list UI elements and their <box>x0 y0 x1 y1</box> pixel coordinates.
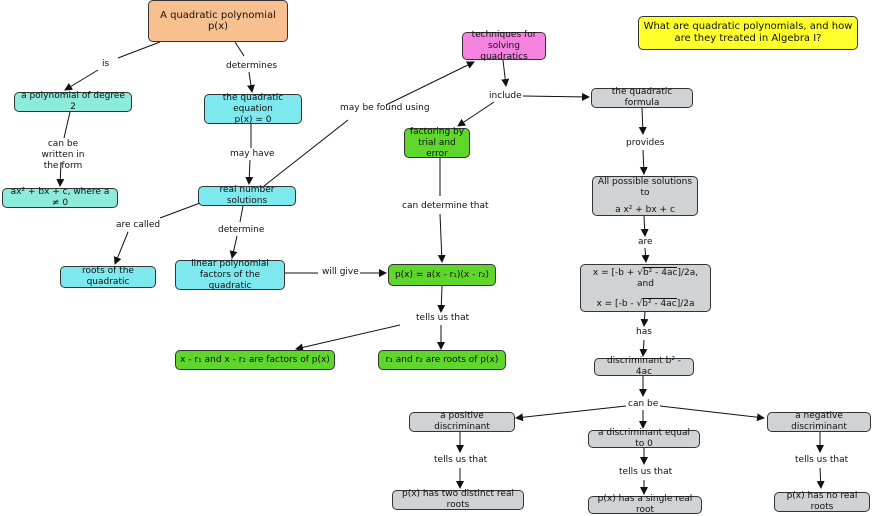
node-label: What are quadratic polynomials, and how … <box>643 21 853 44</box>
formula-line-plus: x = [-b + √b² - 4ac]/2a, and <box>592 266 699 289</box>
node-factors-of-p[interactable]: x - r₁ and x - r₂ are factors of p(x) <box>175 350 335 370</box>
node-label: r₁ and r₂ are roots of p(x) <box>385 354 499 365</box>
connector <box>64 69 99 91</box>
node-roots-of-p[interactable]: r₁ and r₂ are roots of p(x) <box>378 350 506 370</box>
link-are-called: are called <box>116 220 161 230</box>
node-single-root[interactable]: p(x) has a single real root <box>588 494 702 515</box>
node-all-solutions[interactable]: All possible solutions to a x² + bx + c <box>592 176 698 216</box>
node-label: a discriminant equal to 0 <box>598 428 690 449</box>
node-general-form[interactable]: ax² + bx + c, where a ≠ 0 <box>2 187 118 208</box>
link-tells-us-that: tells us that <box>416 313 470 323</box>
connector <box>245 159 254 185</box>
link-can-be: can be <box>628 399 659 409</box>
node-label: a negative discriminant <box>791 411 847 432</box>
node-label: ax² + bx + c, where a ≠ 0 <box>10 187 110 208</box>
link-tells-us-that: tells us that <box>619 467 673 477</box>
link-is: is <box>102 59 110 69</box>
connector <box>113 231 129 265</box>
connector <box>295 324 401 352</box>
connector <box>639 339 648 357</box>
connector <box>638 107 647 135</box>
connector <box>263 119 349 187</box>
link-may-be-found-using: may be found using <box>340 103 430 113</box>
node-techniques[interactable]: techniques for solving quadratics <box>462 29 546 62</box>
node-quadratic-formula[interactable]: the quadratic formula <box>591 87 693 108</box>
link-can-be-written: can be written in the form <box>41 139 85 171</box>
node-label: p(x) has no real roots <box>786 491 858 512</box>
connector <box>229 235 238 259</box>
node-label: the quadratic formula <box>611 87 673 108</box>
node-zero-discriminant[interactable]: a discriminant equal to 0 <box>588 428 700 449</box>
node-p-factored[interactable]: p(x) = a(x - r₁)(x - r₂) <box>388 264 496 286</box>
connector <box>234 41 245 57</box>
connector <box>522 92 590 101</box>
link-are: are <box>638 237 653 247</box>
node-discriminant[interactable]: discriminant b² - 4ac <box>594 356 694 377</box>
connector <box>816 467 825 489</box>
node-label: roots of the quadratic <box>82 266 134 287</box>
connector <box>385 61 475 106</box>
node-focus-question[interactable]: What are quadratic polynomials, and how … <box>638 16 858 50</box>
connector <box>247 71 255 93</box>
node-roots-of-quadratic[interactable]: roots of the quadratic <box>60 266 156 288</box>
node-label: a polynomial of degree 2 <box>21 91 125 112</box>
node-degree-2[interactable]: a polynomial of degree 2 <box>14 91 132 112</box>
connector <box>457 101 495 127</box>
connector <box>641 247 650 263</box>
node-label: p(x) has two distinct real roots <box>402 489 514 510</box>
link-has: has <box>636 327 652 337</box>
link-will-give: will give <box>322 267 359 277</box>
connector <box>639 149 648 175</box>
connector <box>640 215 649 237</box>
connector <box>56 161 65 187</box>
node-label: p(x) = 0 <box>234 114 272 125</box>
node-two-roots[interactable]: p(x) has two distinct real roots <box>392 489 524 510</box>
node-label: real number solutions <box>219 185 275 206</box>
node-quadratic-polynomial[interactable]: A quadratic polynomial p(x) <box>148 0 288 42</box>
link-determine: determine <box>218 225 265 235</box>
node-positive-discriminant[interactable]: a positive discriminant <box>409 411 515 432</box>
connector <box>239 205 244 223</box>
node-factoring[interactable]: factoring by trial and error <box>404 126 470 159</box>
connector <box>117 41 161 59</box>
connector <box>437 213 446 263</box>
node-formula[interactable]: x = [-b + √b² - 4ac]/2a, and x = [-b - √… <box>580 264 711 312</box>
node-no-roots[interactable]: p(x) has no real roots <box>774 491 870 512</box>
node-label: p(x) has a single real root <box>597 494 693 515</box>
connector <box>515 405 627 422</box>
formula-line-minus: x = [-b - √b² - 4ac]/2a <box>596 297 695 309</box>
connector <box>501 59 510 87</box>
node-label: p(x) = a(x - r₁)(x - r₂) <box>394 269 490 280</box>
node-label: a positive discriminant <box>434 411 490 432</box>
link-can-determine-that: can determine that <box>402 201 489 211</box>
link-may-have: may have <box>230 149 275 159</box>
node-label: discriminant b² - 4ac <box>606 356 682 377</box>
node-quadratic-equation[interactable]: the quadratic equation p(x) = 0 <box>204 92 302 125</box>
connector <box>659 405 765 422</box>
node-label: linear polynomial factors of the quadrat… <box>191 258 269 291</box>
node-negative-discriminant[interactable]: a negative discriminant <box>767 411 871 432</box>
node-linear-factors[interactable]: linear polynomial factors of the quadrat… <box>175 258 285 291</box>
connector <box>437 285 446 313</box>
node-label: techniques for solving quadratics <box>471 29 537 62</box>
node-label: the quadratic equation <box>222 92 284 114</box>
link-determines: determines <box>226 61 278 71</box>
node-label: factoring by trial and error <box>409 126 465 159</box>
link-tells-us-that: tells us that <box>795 455 849 465</box>
node-real-solutions[interactable]: real number solutions <box>198 185 296 206</box>
link-include: include <box>489 91 522 101</box>
node-label: a x² + bx + c <box>615 204 675 215</box>
connector <box>159 202 201 219</box>
link-provides: provides <box>626 138 665 148</box>
node-label: x - r₁ and x - r₂ are factors of p(x) <box>180 354 330 365</box>
node-label: All possible solutions to <box>597 176 693 198</box>
node-label: A quadratic polynomial p(x) <box>160 10 276 32</box>
link-tells-us-that: tells us that <box>434 455 488 465</box>
connector <box>640 311 649 327</box>
connector <box>63 111 71 139</box>
